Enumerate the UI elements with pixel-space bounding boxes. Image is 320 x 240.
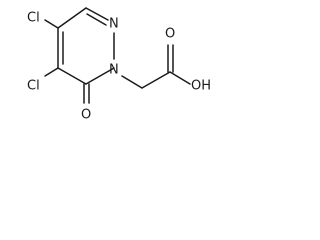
atom-o-ring-carbonyl: O [81, 108, 91, 123]
bond-c5-cl [44, 67, 59, 77]
atom-o-acid-carbonyl: O [165, 27, 175, 42]
chemical-structure: Cl Cl N N O O OH [0, 0, 240, 138]
bond-ch2-c [141, 71, 171, 89]
bond-c6-n2 [85, 67, 115, 85]
bond-c4-cl [44, 19, 59, 29]
atom-n-top: N [109, 17, 119, 32]
bond-c5-c6 [57, 67, 87, 85]
molecule-drawing: Cl Cl N N O O OH [27, 7, 211, 123]
bond-n1-c3 [85, 7, 109, 21]
atom-n-bottom: N [109, 63, 119, 78]
bond-n1-c3-double [86, 13, 107, 26]
bond-n2-ch2 [121, 75, 143, 89]
atom-oh-acid: OH [191, 79, 211, 94]
bond-c-oh [169, 71, 191, 85]
atom-cl-bottom: Cl [27, 79, 40, 94]
atom-cl-top: Cl [27, 11, 40, 26]
bond-c3-c4 [57, 7, 87, 29]
